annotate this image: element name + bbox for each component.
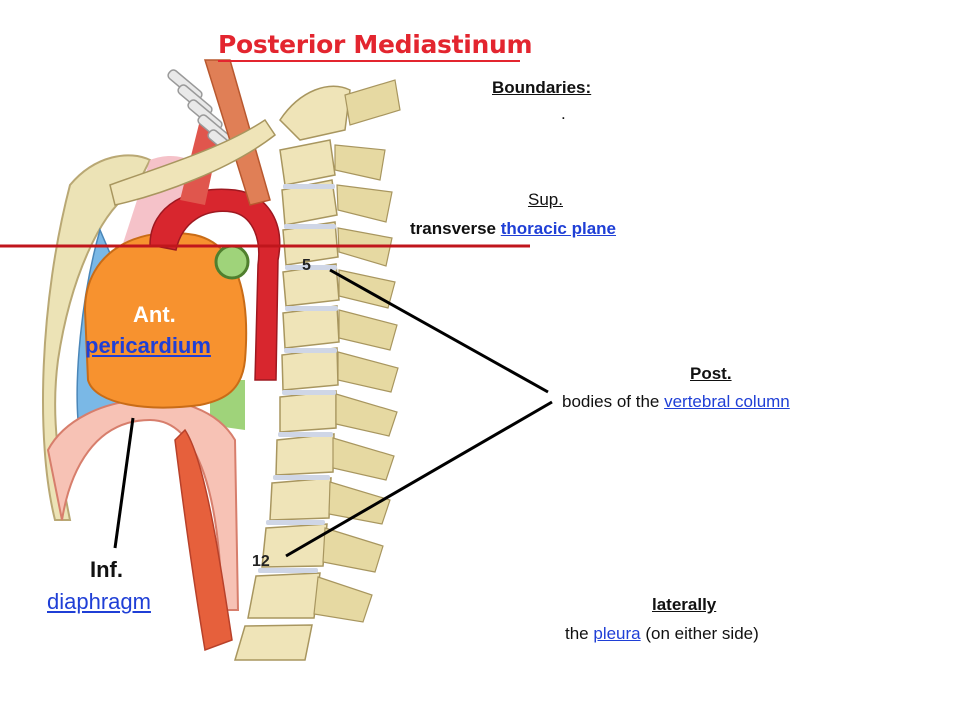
vertebral-column <box>233 85 351 661</box>
intervertebral-discs <box>258 184 338 573</box>
pericardium-link[interactable]: pericardium <box>85 333 211 358</box>
title-underline <box>218 60 520 62</box>
vertebra-number-12: 12 <box>252 553 270 570</box>
posterior-prefix: bodies of the <box>562 392 660 411</box>
anterior-label: Ant. <box>133 302 176 327</box>
page-title: Posterior Mediastinum <box>218 30 533 59</box>
inferior-label: Inf. <box>90 557 123 582</box>
posterior-label: Post. <box>690 364 732 383</box>
posterior-boundary: bodies of the vertebral column <box>562 392 790 412</box>
boundaries-heading: Boundaries: <box>492 78 592 97</box>
vertebral-processes <box>313 79 401 623</box>
posterior-pointer-upper <box>329 268 549 394</box>
diaphragm-link[interactable]: diaphragm <box>47 589 151 614</box>
vertebra-number-5: 5 <box>302 257 311 274</box>
vertebral-column-link[interactable]: vertebral column <box>664 392 790 411</box>
superior-prefix: transverse <box>410 219 497 238</box>
lateral-prefix: the <box>565 624 589 643</box>
superior-label: Sup. <box>528 190 563 209</box>
lateral-label: laterally <box>652 595 717 614</box>
clavicle <box>109 118 277 206</box>
posterior-pointer-lower <box>285 400 553 558</box>
superior-boundary: transverse thoracic plane <box>410 219 616 239</box>
lateral-suffix: (on either side) <box>645 624 759 643</box>
descending-aorta-section <box>214 244 250 280</box>
lateral-boundary: the pleura (on either side) <box>565 624 759 644</box>
pleura-link[interactable]: pleura <box>593 624 641 643</box>
thoracic-plane-link[interactable]: thoracic plane <box>500 219 617 238</box>
diaphragm-crus <box>174 428 233 652</box>
boundaries-dot: . <box>561 104 566 123</box>
inferior-pointer-line <box>113 417 135 549</box>
pericardium-shape <box>83 231 248 409</box>
